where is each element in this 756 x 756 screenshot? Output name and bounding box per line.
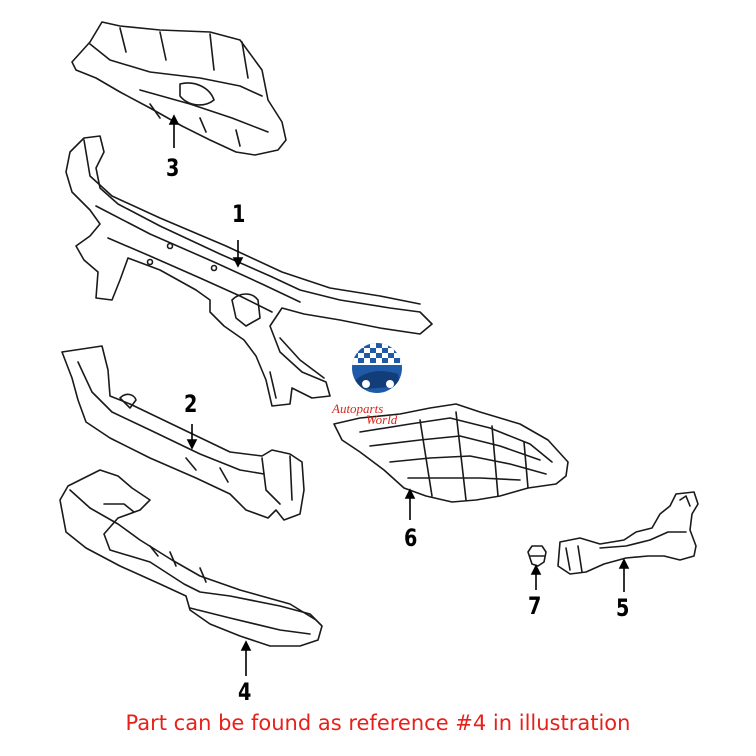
- part-1-support-drawing: [65, 135, 433, 407]
- part-3-shroud-drawing: [71, 21, 287, 156]
- logo-text-world: World: [366, 412, 398, 427]
- leader-arrows: [168, 114, 630, 676]
- callout-7: 7: [528, 592, 542, 620]
- callout-4: 4: [238, 678, 252, 706]
- logo-globe-icon: [352, 343, 402, 393]
- part-4-deflector-drawing: [59, 469, 323, 647]
- callout-2: 2: [184, 390, 198, 418]
- autoparts-world-logo: Autoparts World: [332, 338, 430, 428]
- part-5-bracket-drawing: [557, 491, 699, 575]
- callout-5: 5: [616, 594, 630, 622]
- part-7-clip-drawing: [527, 545, 547, 567]
- part-2-support-drawing: [61, 345, 305, 521]
- callout-1: 1: [232, 200, 246, 228]
- part-6-splash-shield-drawing: [333, 403, 569, 503]
- caption-text: Part can be found as reference #4 in ill…: [125, 711, 631, 735]
- callout-3: 3: [166, 154, 180, 182]
- callout-6: 6: [404, 524, 418, 552]
- logo-text-autoparts: Autoparts: [332, 401, 384, 416]
